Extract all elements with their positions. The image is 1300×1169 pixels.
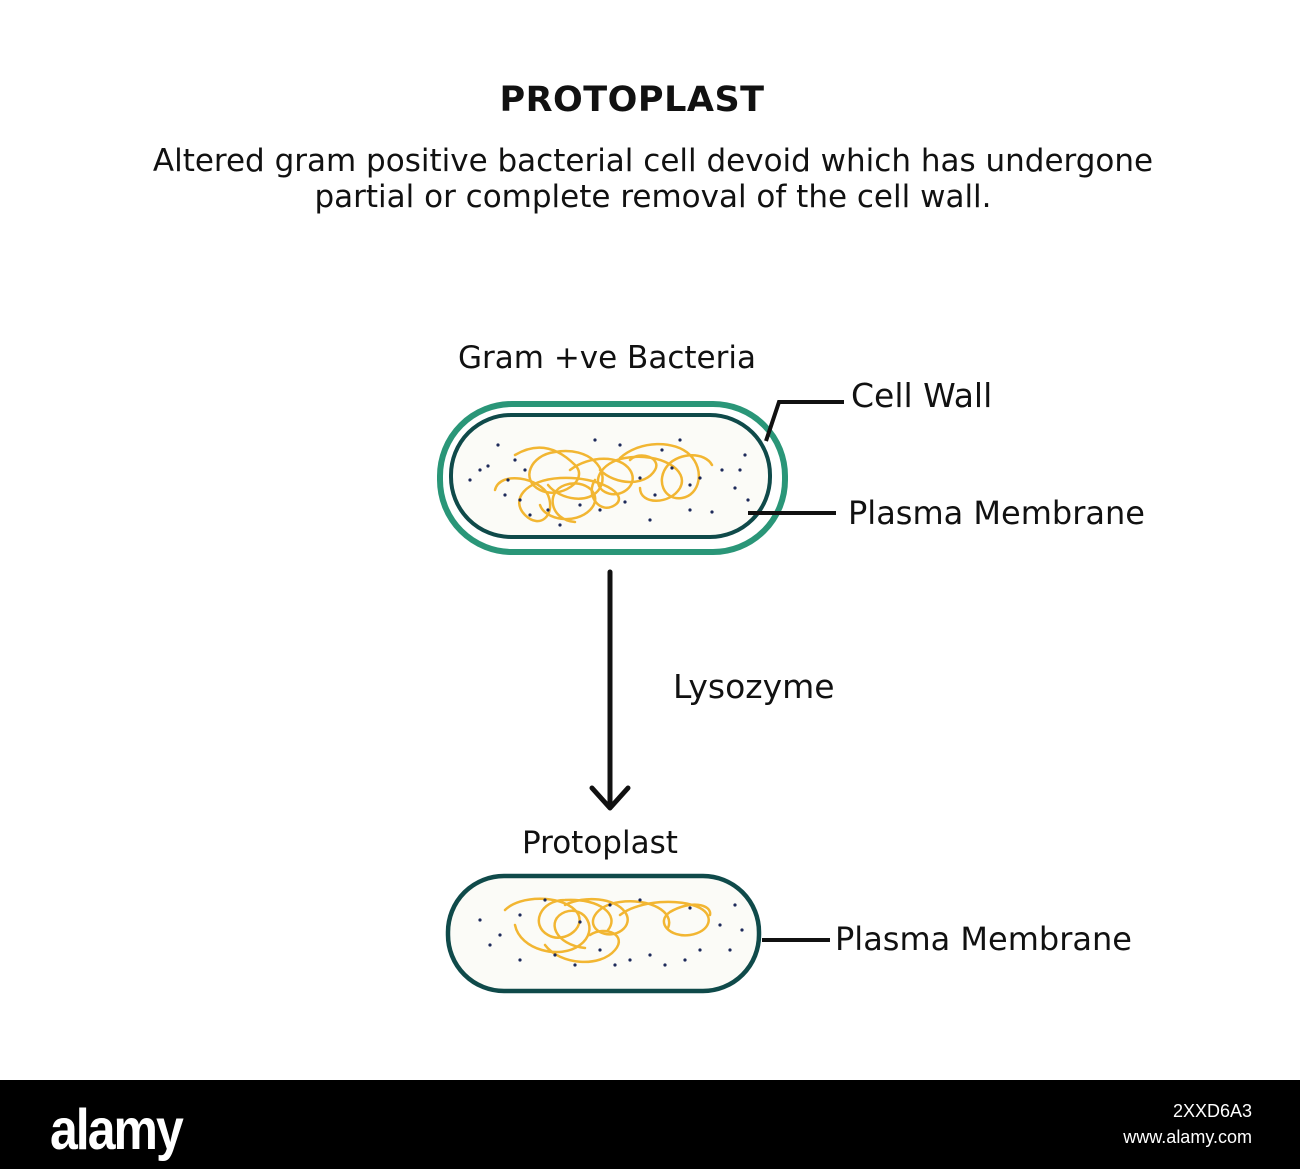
protoplast-label: Protoplast (522, 825, 678, 861)
granule (543, 898, 547, 902)
granule (528, 513, 532, 517)
top-granules (468, 438, 750, 527)
granule (518, 498, 522, 502)
cell-wall-label: Cell Wall (851, 376, 993, 415)
granule (718, 923, 722, 927)
granule (688, 508, 692, 512)
image-id: 2XXD6A3 (1172, 1101, 1252, 1121)
granule (553, 953, 557, 957)
granule (518, 913, 522, 917)
granule (728, 948, 732, 952)
site-url[interactable]: www.alamy.com (1123, 1127, 1252, 1147)
granule (638, 476, 642, 480)
granule (648, 518, 652, 522)
dna-strand (513, 446, 604, 500)
lysozyme-arrow (589, 569, 631, 811)
granule (720, 468, 724, 472)
granule (660, 448, 664, 452)
dna-strand (618, 900, 712, 937)
dna-strand (503, 897, 613, 939)
footer-bar: alamy 2XXD6A3 www.alamy.com (0, 1080, 1300, 1169)
dna-strand (568, 455, 684, 502)
dna-strand (493, 476, 621, 523)
granule (733, 486, 737, 490)
granule (498, 933, 502, 937)
granule (486, 464, 490, 468)
granule (648, 953, 652, 957)
diagram-title: PROTOPLAST (499, 80, 765, 120)
protoplast-cell (445, 873, 762, 994)
bottom-dna-coil (503, 897, 712, 964)
description-line-1: Altered gram positive bacterial cell dev… (152, 143, 1154, 179)
dna-strand (618, 442, 714, 500)
granule (468, 478, 472, 482)
granule (688, 483, 692, 487)
granule (488, 943, 492, 947)
granule (506, 478, 510, 482)
granule (623, 500, 627, 504)
granule (503, 493, 507, 497)
granule (638, 898, 642, 902)
dna-strand (543, 929, 620, 964)
granule (698, 948, 702, 952)
granule (738, 468, 742, 472)
bottom-granules (478, 898, 744, 967)
granule (593, 438, 597, 442)
description-line-2: partial or complete removal of the cell … (314, 179, 992, 215)
diagram-description: Altered gram positive bacterial cell dev… (0, 143, 1300, 215)
granule (518, 958, 522, 962)
granule (598, 508, 602, 512)
granule (496, 443, 500, 447)
granule (743, 453, 747, 457)
granule (670, 466, 674, 470)
granule (688, 906, 692, 910)
granule (578, 920, 582, 924)
lysozyme-label: Lysozyme (673, 667, 835, 706)
granule (613, 963, 617, 967)
alamy-logo[interactable]: alamy (50, 1097, 184, 1162)
granule (710, 510, 714, 514)
granule (546, 508, 550, 512)
bottom-plasma-membrane-label: Plasma Membrane (835, 920, 1132, 958)
dna-strand (598, 454, 658, 484)
cell-wall-leader (764, 400, 844, 442)
cell-wall (437, 401, 788, 555)
granule (698, 476, 702, 480)
granule (678, 438, 682, 442)
granule (653, 493, 657, 497)
granule (683, 958, 687, 962)
granule (746, 498, 750, 502)
dna-strand (513, 909, 591, 954)
granule (558, 523, 562, 527)
top-plasma-membrane-label: Plasma Membrane (848, 494, 1145, 532)
granule (513, 458, 517, 462)
granule (573, 963, 577, 967)
gram-positive-bacterium (437, 401, 788, 555)
granule (608, 903, 612, 907)
granule (578, 503, 582, 507)
granule (740, 928, 744, 932)
dna-strand (538, 482, 597, 524)
granule (598, 948, 602, 952)
granule (478, 918, 482, 922)
top-plasma-membrane (449, 413, 772, 539)
granule (618, 443, 622, 447)
granule (663, 963, 667, 967)
granule (628, 958, 632, 962)
top-dna-coil (493, 442, 714, 524)
granule (733, 903, 737, 907)
granule (523, 468, 527, 472)
gram-positive-label: Gram +ve Bacteria (458, 340, 756, 376)
protoplast-diagram (437, 400, 844, 994)
granule (478, 468, 482, 472)
